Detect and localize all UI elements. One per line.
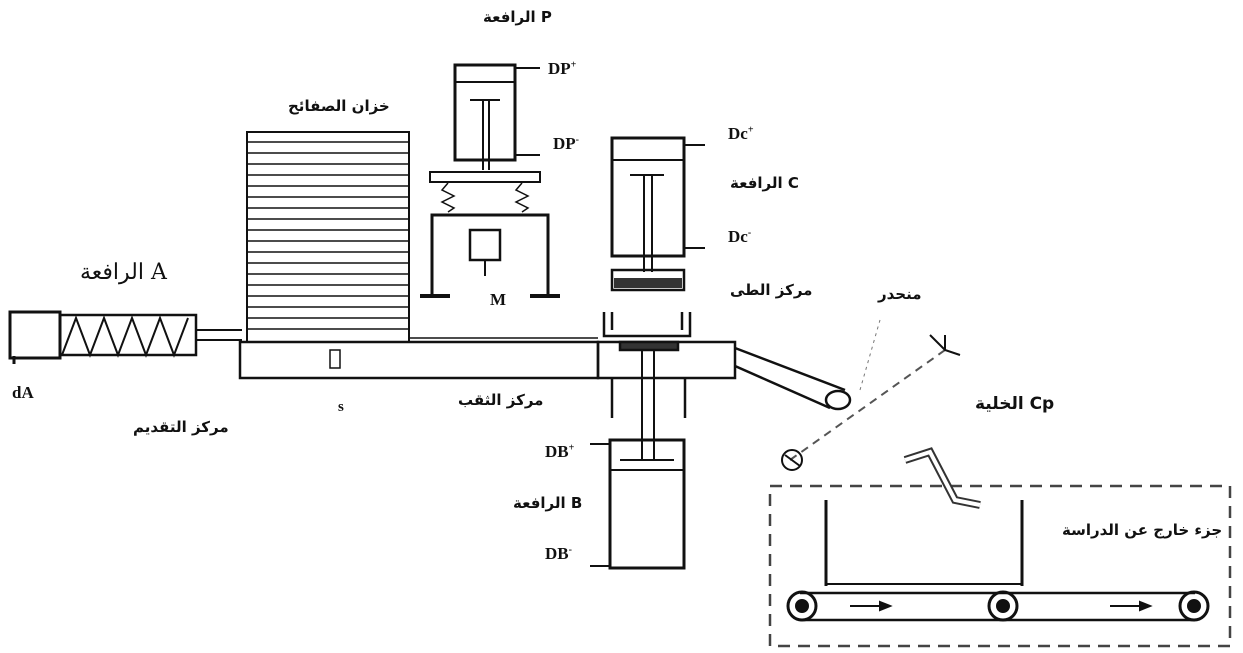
label-dp-minus: DP-	[553, 134, 580, 153]
bending-die	[602, 312, 692, 352]
sheet-magazine	[246, 131, 410, 343]
photocell-cp	[781, 319, 961, 471]
label-jack-p: الرافعة P	[483, 8, 552, 26]
jack-p-cylinder	[420, 63, 560, 298]
out-of-scope-region	[768, 447, 1232, 648]
label-db-plus: DB+	[545, 442, 575, 461]
label-magazine: خزان الصفائح	[288, 97, 390, 115]
jack-a-cylinder	[8, 310, 242, 364]
label-out-of-scope: جزء خارج عن الدراسة	[1062, 521, 1223, 539]
label-dp-plus: DP+	[548, 59, 577, 78]
label-bending-station: مركز الطى	[730, 281, 813, 299]
label-drilling-station: مركز الثقب	[458, 391, 544, 409]
ramp	[734, 346, 852, 411]
label-db-minus: DB-	[545, 544, 572, 563]
label-da: dA	[12, 383, 34, 402]
label-jack-a: الرافعة A	[80, 260, 167, 285]
label-dc-minus: Dc-	[728, 227, 752, 246]
jack-c-cylinder	[610, 136, 705, 292]
label-cell-cp: الخلية Cp	[975, 394, 1055, 414]
label-jack-c: الرافعة C	[730, 174, 799, 192]
label-jack-b: الرافعة B	[513, 494, 583, 512]
label-sensor-s: s	[338, 399, 344, 415]
label-ramp: منحدر	[878, 285, 922, 303]
label-feed-station: مركز التقديم	[133, 418, 229, 436]
label-dc-plus: Dc+	[728, 124, 754, 143]
jack-b-cylinder	[590, 350, 687, 570]
label-motor-m: M	[490, 290, 507, 309]
